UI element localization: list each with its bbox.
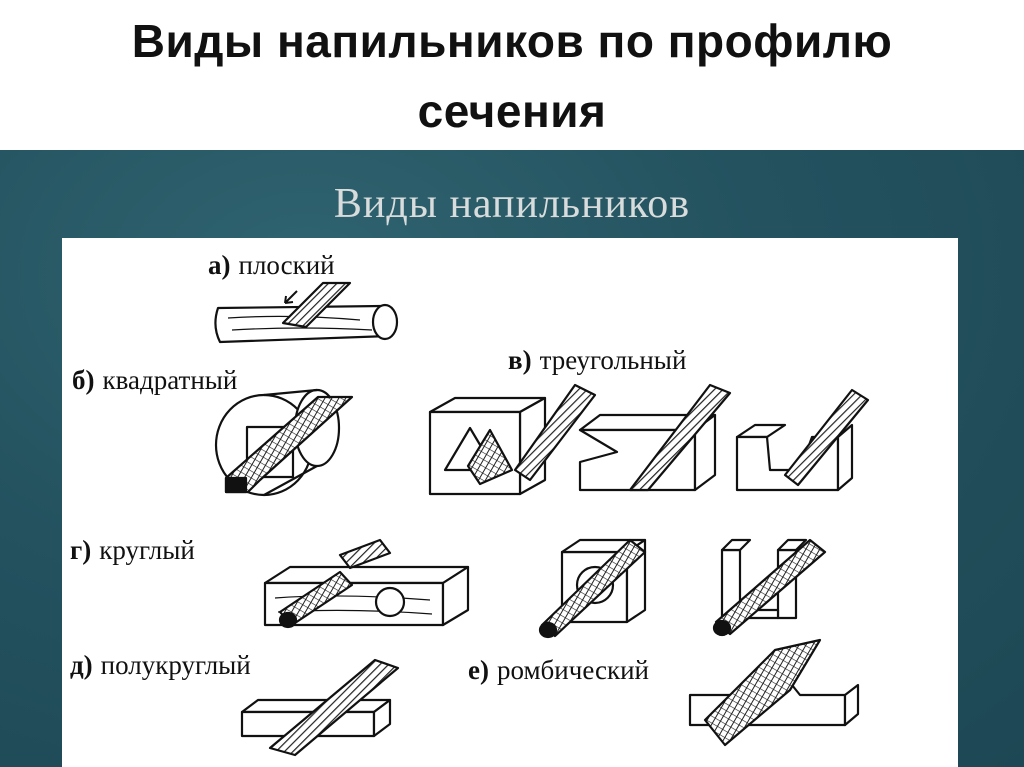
label-flat: а)плоский	[208, 250, 335, 281]
round-file-drawing-1	[263, 538, 470, 629]
rhombic-file-drawing	[688, 638, 860, 747]
label-letter: г)	[70, 535, 92, 565]
triangular-file-drawing-1	[428, 383, 597, 496]
label-text: треугольный	[539, 345, 687, 375]
flat-file-drawing	[214, 281, 399, 344]
label-half-round: д)полукруглый	[70, 650, 251, 681]
page-title-line-2: сечения	[417, 85, 607, 137]
round-file-drawing-3	[712, 538, 827, 637]
half-round-file-drawing	[240, 658, 400, 757]
round-file-drawing-2	[538, 538, 647, 639]
triangular-file-drawing-3	[735, 388, 870, 492]
label-letter: в)	[508, 345, 532, 375]
label-letter: а)	[208, 250, 231, 280]
triangular-file-drawing-2	[578, 383, 732, 492]
slide-title: Виды напильников	[333, 181, 691, 227]
page-title: Виды напильников по профилю сечения	[0, 0, 1024, 150]
label-letter: д)	[70, 650, 93, 680]
label-text: квадратный	[102, 365, 238, 395]
label-square: б)квадратный	[72, 365, 237, 396]
label-text: плоский	[238, 250, 335, 280]
label-text: круглый	[99, 535, 195, 565]
label-letter: е)	[468, 655, 489, 685]
illustration-sheet	[62, 238, 958, 767]
label-round: г)круглый	[70, 535, 195, 566]
square-file-drawing	[214, 388, 354, 497]
label-triangular: в)треугольный	[508, 345, 686, 376]
label-text: полукруглый	[100, 650, 251, 680]
label-letter: б)	[72, 365, 95, 395]
label-rhombic: е)ромбический	[468, 655, 649, 686]
page-title-line-1: Виды напильников по профилю	[131, 15, 893, 67]
label-text: ромбический	[496, 655, 649, 685]
